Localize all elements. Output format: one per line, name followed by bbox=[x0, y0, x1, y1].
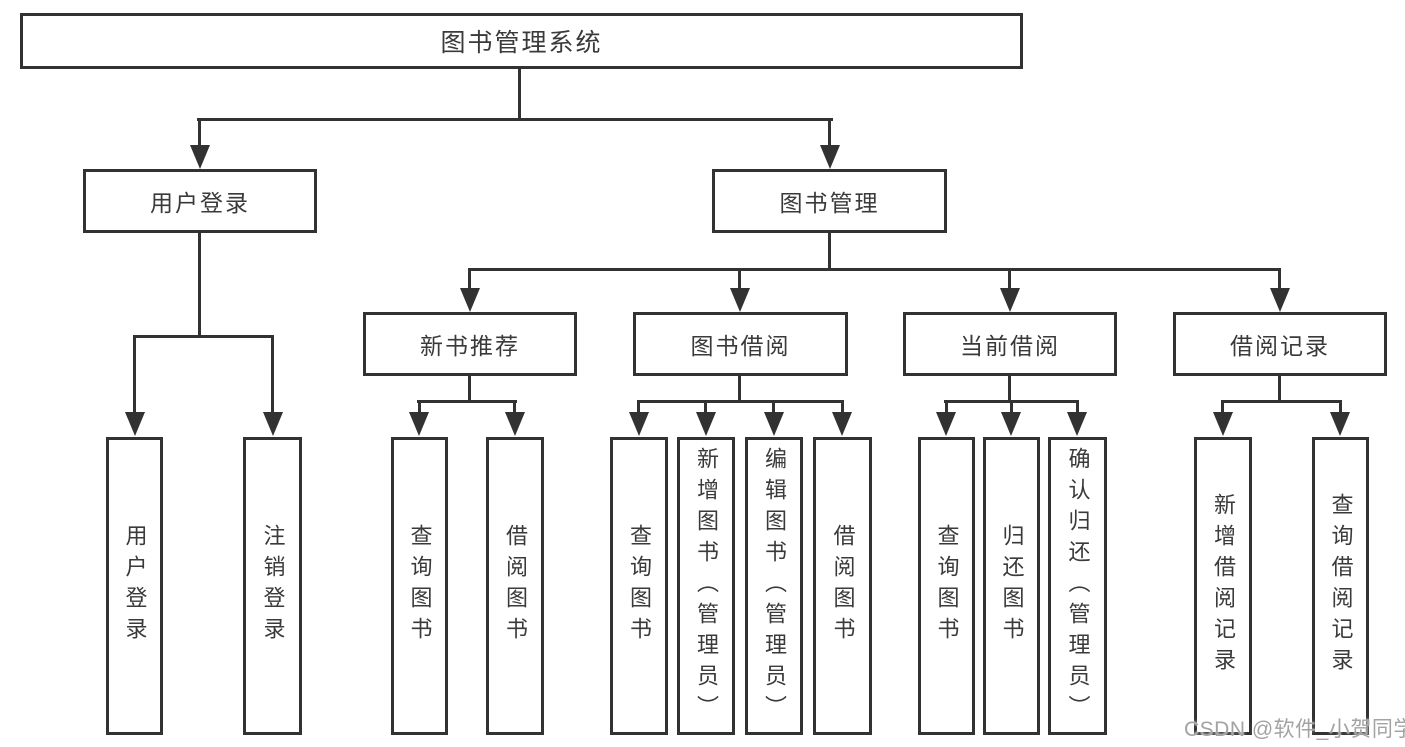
connector-line bbox=[197, 118, 833, 121]
leaf-query-books-borrowing: 查询图书 bbox=[610, 437, 668, 735]
leaf-edit-books-admin: 编辑图书（管理员） bbox=[745, 437, 803, 735]
csdn-watermark: CSDN @软件_小贺同学 bbox=[1184, 718, 1405, 741]
arrow-down-icon bbox=[1330, 412, 1350, 436]
arrow-down-icon bbox=[125, 412, 145, 436]
leaf-add-borrow-record: 新增借阅记录 bbox=[1194, 437, 1252, 735]
leaf-query-books-recommend: 查询图书 bbox=[391, 437, 448, 735]
leaf-borrow-books-borrowing: 借阅图书 bbox=[813, 437, 872, 735]
node-label: 用户登录 bbox=[150, 190, 250, 216]
arrow-down-icon bbox=[1000, 288, 1020, 312]
leaf-add-books-admin: 新增图书（管理员） bbox=[677, 437, 735, 735]
connector-line bbox=[468, 268, 471, 289]
connector-line bbox=[1008, 268, 1011, 289]
connector-line bbox=[772, 400, 775, 413]
arrow-down-icon bbox=[409, 412, 429, 436]
node-label: 新书推荐 bbox=[420, 333, 520, 359]
node-label: 借阅图书 bbox=[830, 524, 856, 648]
arrow-down-icon bbox=[1213, 412, 1233, 436]
arrow-down-icon bbox=[936, 412, 956, 436]
connector-line bbox=[841, 400, 844, 413]
node-label: 当前借阅 bbox=[960, 333, 1060, 359]
node-book-borrowing: 图书借阅 bbox=[633, 312, 848, 376]
leaf-query-borrow-record: 查询借阅记录 bbox=[1312, 437, 1369, 735]
connector-line bbox=[1278, 268, 1281, 289]
node-label: 查询图书 bbox=[627, 524, 652, 648]
node-label: 图书借阅 bbox=[690, 333, 791, 359]
node-label: 图书管理系统 bbox=[440, 29, 603, 57]
node-label: 借阅记录 bbox=[1230, 333, 1330, 359]
node-label: 注销登录 bbox=[260, 524, 286, 648]
arrow-down-icon bbox=[190, 145, 210, 169]
connector-line bbox=[198, 233, 201, 337]
connector-line bbox=[828, 233, 831, 270]
node-label: 图书管理 bbox=[779, 190, 880, 216]
arrow-down-icon bbox=[1001, 412, 1021, 436]
connector-line bbox=[637, 400, 640, 413]
leaf-logout: 注销登录 bbox=[243, 437, 302, 735]
connector-line bbox=[945, 400, 948, 413]
arrow-down-icon bbox=[263, 412, 283, 436]
node-label: 用户登录 bbox=[122, 524, 148, 648]
node-current-borrowing: 当前借阅 bbox=[903, 312, 1117, 376]
arrow-down-icon bbox=[629, 412, 649, 436]
node-label: 查询图书 bbox=[407, 524, 433, 648]
connector-line bbox=[133, 335, 136, 413]
connector-line bbox=[1278, 376, 1281, 402]
node-label: 新增图书（管理员） bbox=[694, 446, 719, 726]
connector-line bbox=[704, 400, 707, 413]
connector-line bbox=[637, 400, 844, 403]
node-label: 新增借阅记录 bbox=[1211, 493, 1236, 679]
connector-line bbox=[738, 268, 741, 289]
node-label: 确认归还（管理员） bbox=[1065, 446, 1091, 726]
connector-line bbox=[417, 400, 517, 403]
node-borrowing-records: 借阅记录 bbox=[1173, 312, 1387, 376]
connector-line bbox=[1221, 400, 1342, 403]
node-label: 查询图书 bbox=[934, 524, 960, 648]
connector-line bbox=[828, 118, 831, 146]
arrow-down-icon bbox=[460, 288, 480, 312]
arrow-down-icon bbox=[832, 412, 852, 436]
node-root-library-system: 图书管理系统 bbox=[20, 13, 1023, 69]
arrow-down-icon bbox=[820, 145, 840, 169]
arrow-down-icon bbox=[696, 412, 716, 436]
connector-line bbox=[1339, 400, 1342, 413]
arrow-down-icon bbox=[1067, 412, 1087, 436]
arrow-down-icon bbox=[1270, 288, 1290, 312]
connector-line bbox=[133, 335, 274, 338]
arrow-down-icon bbox=[505, 412, 525, 436]
node-label: 编辑图书（管理员） bbox=[762, 446, 787, 726]
connector-line bbox=[1221, 400, 1224, 413]
connector-line bbox=[513, 400, 516, 413]
leaf-query-books-current: 查询图书 bbox=[918, 437, 975, 735]
node-label: 借阅图书 bbox=[503, 524, 528, 648]
connector-line bbox=[1076, 400, 1079, 413]
leaf-user-login: 用户登录 bbox=[106, 437, 163, 735]
node-book-management: 图书管理 bbox=[712, 169, 947, 233]
connector-line bbox=[418, 400, 421, 413]
connector-line bbox=[468, 376, 471, 402]
node-user-login: 用户登录 bbox=[83, 169, 317, 233]
connector-line bbox=[198, 118, 201, 146]
node-label: 查询借阅记录 bbox=[1328, 493, 1354, 679]
connector-line bbox=[1008, 376, 1011, 402]
leaf-return-books: 归还图书 bbox=[983, 437, 1040, 735]
node-new-book-recommendation: 新书推荐 bbox=[363, 312, 577, 376]
connector-line bbox=[518, 69, 521, 118]
leaf-borrow-books-recommend: 借阅图书 bbox=[486, 437, 544, 735]
connector-line bbox=[738, 376, 741, 402]
connector-line bbox=[271, 335, 274, 413]
arrow-down-icon bbox=[764, 412, 784, 436]
connector-line bbox=[1010, 400, 1013, 413]
connector-line bbox=[468, 268, 1281, 271]
arrow-down-icon bbox=[730, 288, 750, 312]
node-label: 归还图书 bbox=[999, 524, 1025, 648]
leaf-confirm-return-admin: 确认归还（管理员） bbox=[1048, 437, 1107, 735]
